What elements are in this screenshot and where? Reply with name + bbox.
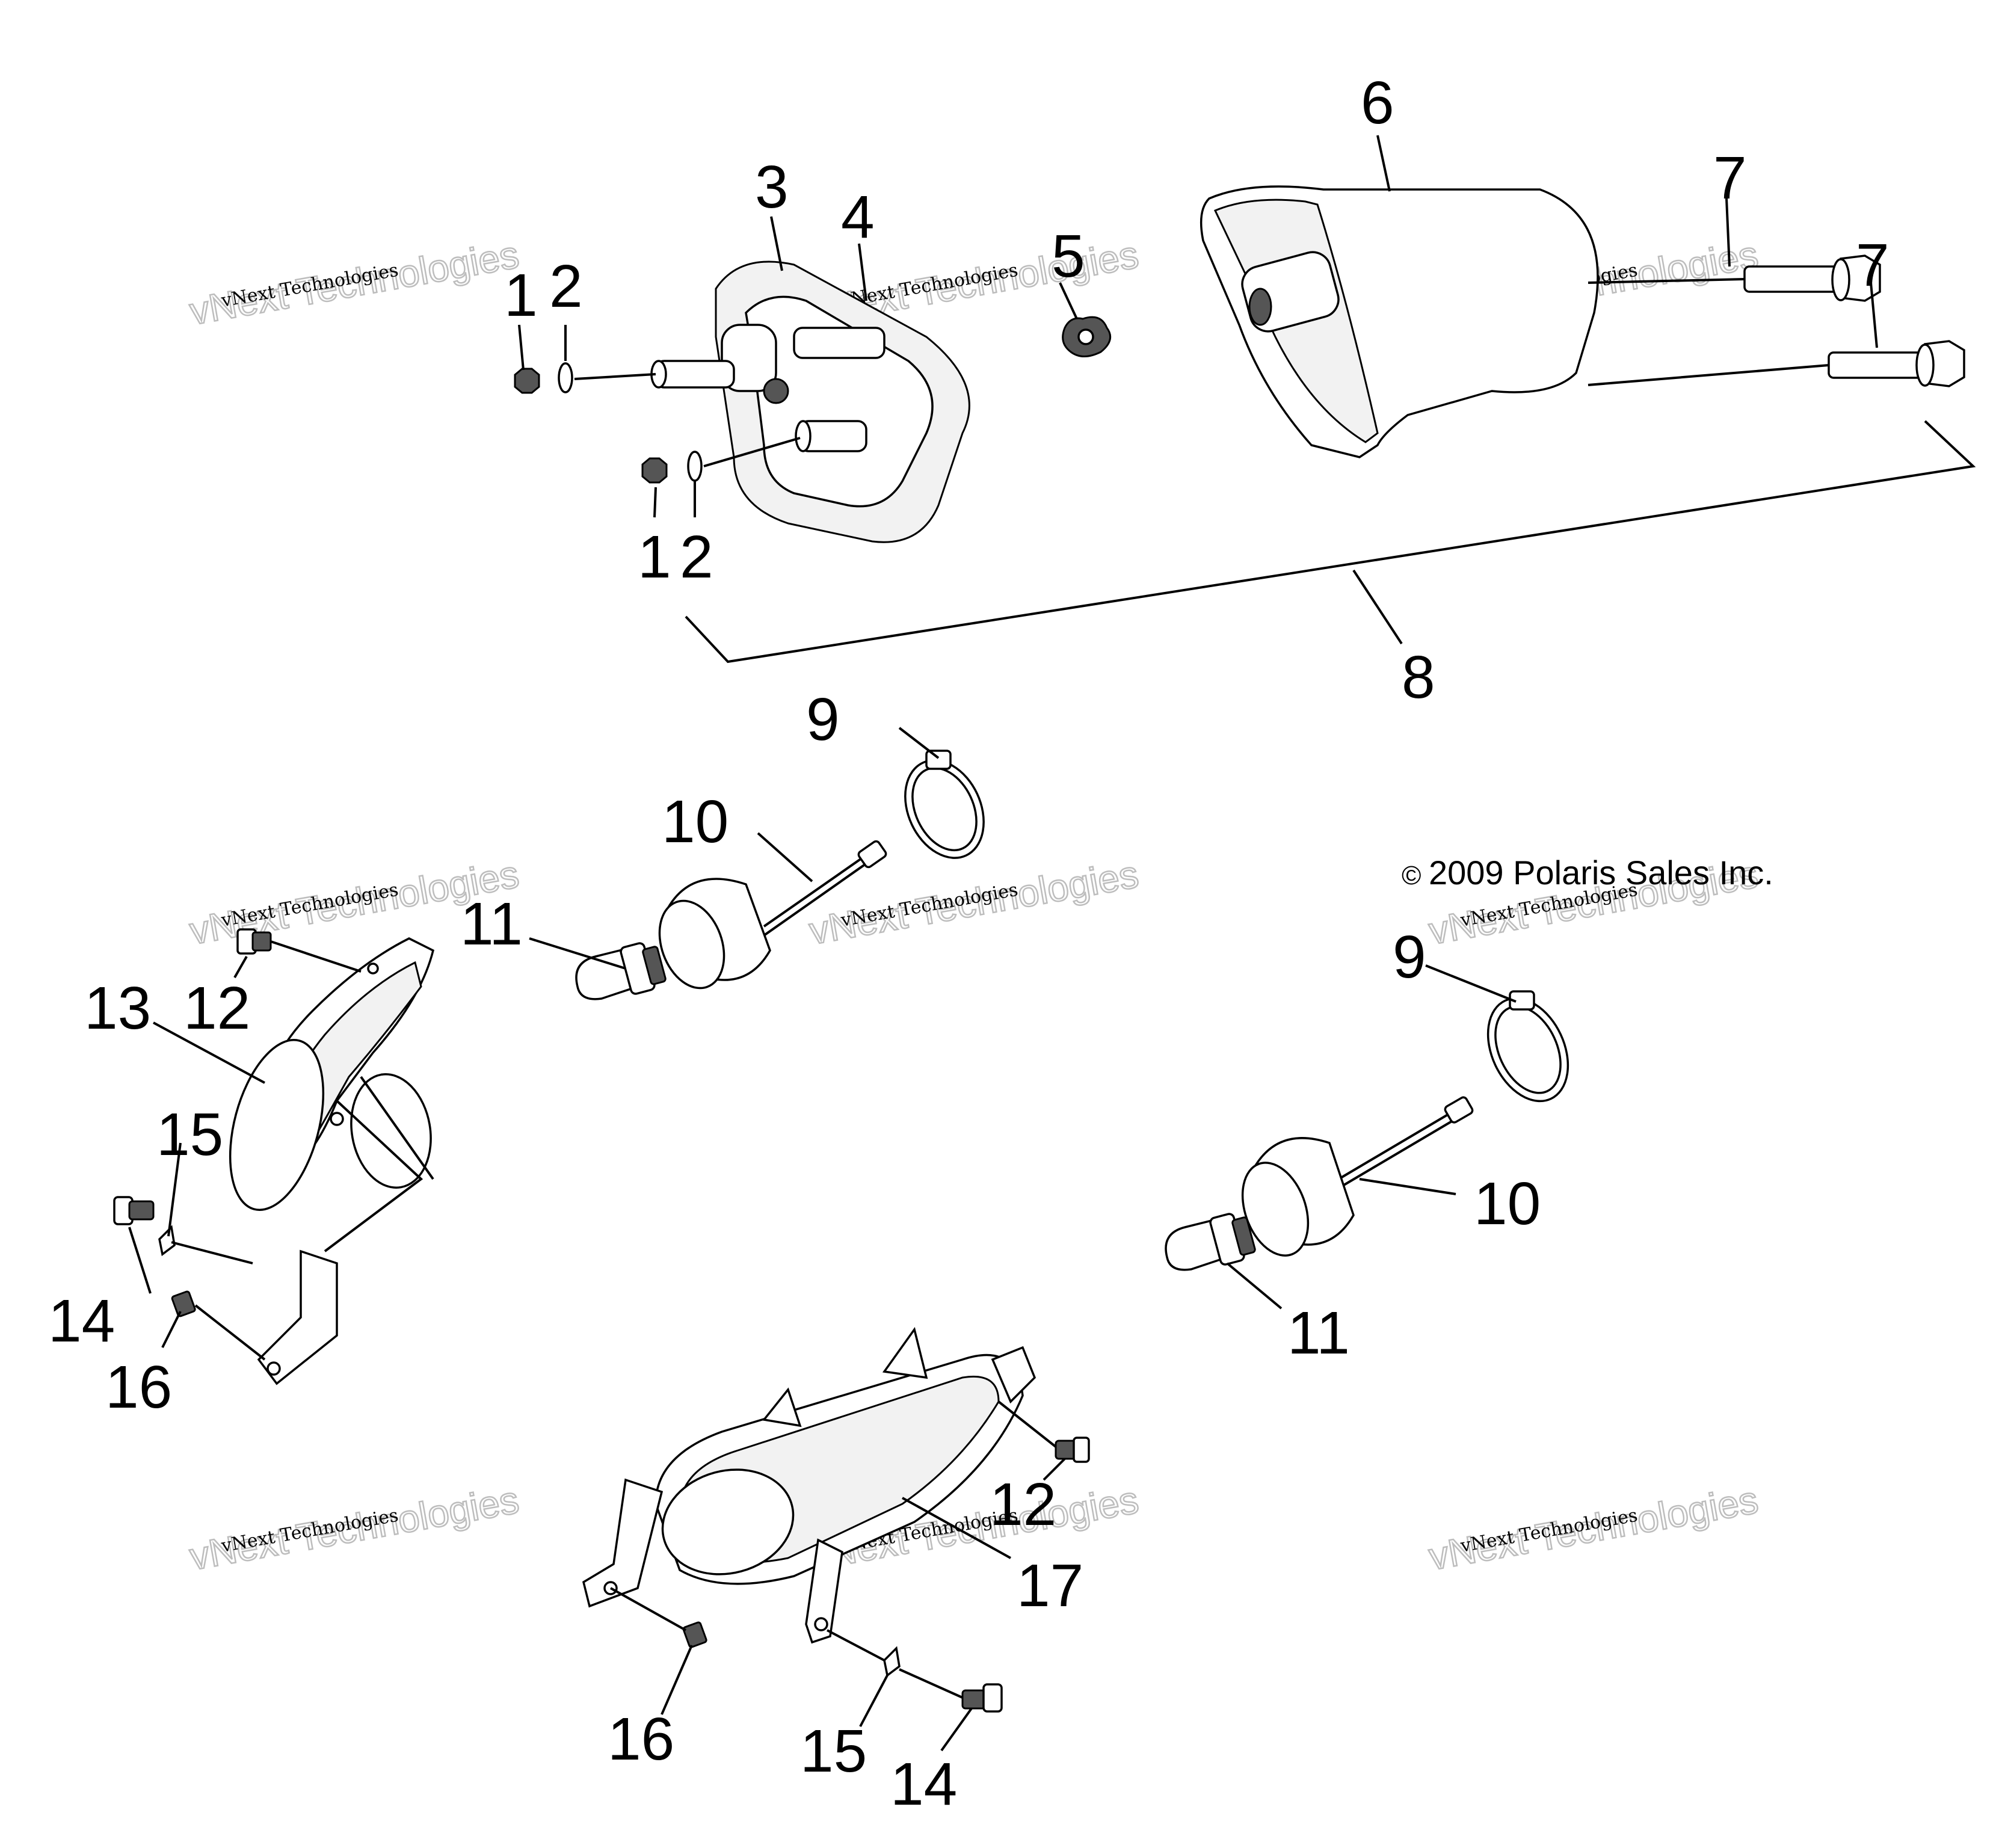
callout-10-lower: 10 bbox=[1474, 1170, 1541, 1237]
taillight-lens bbox=[1200, 185, 1599, 458]
callout-3: 3 bbox=[755, 153, 789, 221]
callout-14-bottom: 14 bbox=[890, 1751, 957, 1818]
callout-6: 6 bbox=[1361, 69, 1394, 137]
socket-harness-lower bbox=[1241, 1096, 1474, 1257]
callout-11-upper: 11 bbox=[460, 890, 523, 958]
callout-9-lower: 9 bbox=[1393, 923, 1426, 991]
callout-12-upper-1: 1 bbox=[638, 523, 671, 591]
callout-16-left: 16 bbox=[105, 1354, 172, 1421]
callout-12-left: 12 bbox=[183, 975, 250, 1042]
washer-left-15 bbox=[158, 1225, 176, 1257]
callout-12-bottom: 12 bbox=[990, 1471, 1056, 1538]
gasket-ring-lower bbox=[1486, 990, 1569, 1103]
assembly-bracket bbox=[685, 420, 1976, 664]
screw-bottom-12 bbox=[1055, 1437, 1090, 1463]
bulb-upper bbox=[575, 942, 667, 1000]
callout-9-upper: 9 bbox=[806, 686, 840, 753]
callout-5: 5 bbox=[1052, 223, 1085, 290]
watermark-top-left: vNext Technologies vNext Technologies bbox=[186, 232, 523, 334]
callout-1: 1 bbox=[504, 262, 538, 329]
gasket-ring-upper bbox=[904, 750, 985, 859]
copyright-symbol: © bbox=[1402, 861, 1421, 890]
screw-left-12 bbox=[236, 928, 272, 955]
callout-4: 4 bbox=[841, 183, 875, 251]
watermark-bottom-right: vNext Technologies vNext Technologies bbox=[1425, 1477, 1762, 1579]
callout-11-lower: 11 bbox=[1287, 1299, 1350, 1367]
callout-2: 2 bbox=[549, 253, 583, 320]
watermark-bottom-left: vNext Technologies vNext Technologies bbox=[186, 1477, 523, 1579]
callout-10-upper: 10 bbox=[662, 788, 728, 855]
headlight-bottom bbox=[582, 1326, 1036, 1644]
screw-bottom-14 bbox=[961, 1683, 1003, 1713]
washer-lower bbox=[687, 451, 703, 482]
callout-13: 13 bbox=[84, 975, 151, 1042]
callout-17: 17 bbox=[1017, 1552, 1083, 1619]
callout-7-lower: 7 bbox=[1856, 232, 1890, 299]
watermark-mid-center: vNext Technologies vNext Technologies bbox=[805, 851, 1142, 953]
nut-left-16 bbox=[171, 1290, 196, 1317]
nut-lower bbox=[641, 457, 668, 484]
callout-8: 8 bbox=[1402, 644, 1435, 711]
copyright-text: 2009 Polaris Sales Inc. bbox=[1429, 854, 1773, 892]
washer-bottom-15 bbox=[883, 1646, 901, 1678]
callout-7-upper: 7 bbox=[1713, 144, 1747, 212]
taillight-housing-bracket bbox=[715, 260, 970, 543]
nut-bottom-16 bbox=[682, 1621, 707, 1648]
callout-14-left: 14 bbox=[48, 1287, 115, 1355]
socket-harness-upper bbox=[658, 840, 887, 990]
callout-12-upper-2: 2 bbox=[680, 523, 713, 591]
headlight-left bbox=[229, 937, 435, 1385]
callout-16-bottom: 16 bbox=[608, 1705, 674, 1773]
callout-15-bottom: 15 bbox=[800, 1717, 867, 1785]
bolt-lower bbox=[1828, 340, 1965, 387]
copyright-notice: © 2009 Polaris Sales Inc. bbox=[1402, 854, 1773, 892]
stud-upper bbox=[650, 360, 735, 389]
callout-15-left: 15 bbox=[156, 1101, 223, 1168]
washer-upper bbox=[558, 362, 573, 393]
push-clip bbox=[1062, 316, 1112, 357]
bulb-lower bbox=[1165, 1213, 1256, 1271]
bolt-upper bbox=[1743, 254, 1881, 302]
stud-lower bbox=[793, 327, 886, 452]
nut-upper bbox=[514, 368, 540, 394]
screw-left-14 bbox=[113, 1196, 155, 1225]
